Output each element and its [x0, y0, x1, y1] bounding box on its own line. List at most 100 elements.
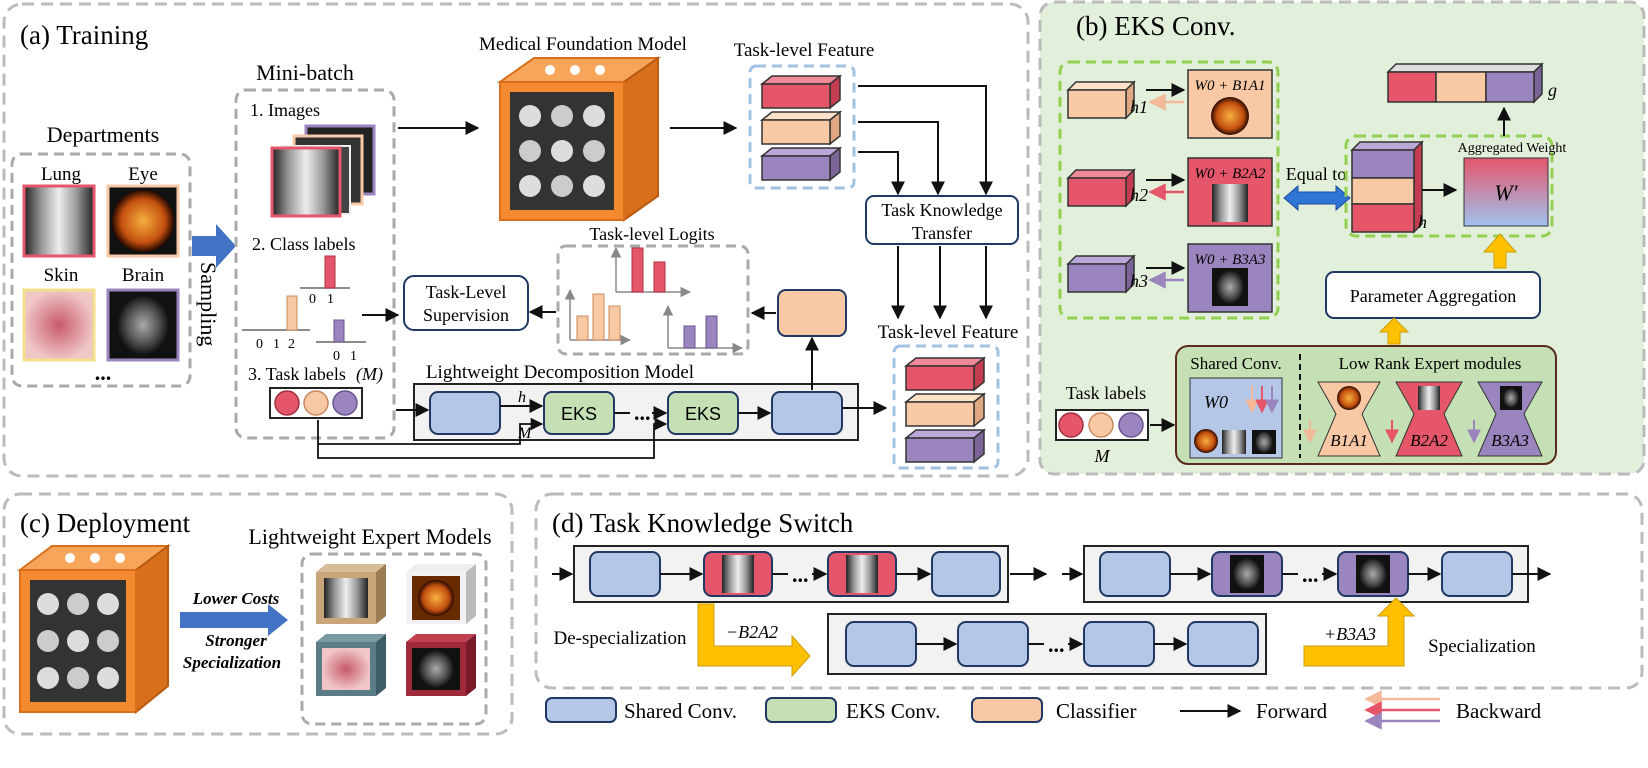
- plus-b3a3-label: +B3A3: [1324, 624, 1376, 644]
- lower-costs-label: Lower Costs: [192, 589, 280, 608]
- switch-shared-conv-2: [957, 621, 1029, 667]
- tick-a1: 1: [273, 337, 280, 352]
- dept-lung-label: Lung: [41, 164, 82, 185]
- g-output-bar: [1386, 62, 1544, 104]
- w-prime-label: W′: [1494, 180, 1518, 205]
- feature-red-arrow: [858, 85, 993, 196]
- eks-weight-box-2: [1187, 157, 1273, 227]
- eks-weight-label-3: W0 + B3A3: [1195, 252, 1266, 268]
- ldm-eks-label-1: EKS: [561, 404, 597, 424]
- g-label: g: [1548, 80, 1557, 100]
- expert-cube-lung: [316, 564, 386, 624]
- expert-up-arrow: [1378, 317, 1410, 345]
- image-stack: [270, 124, 376, 218]
- minibatch-title: Mini-batch: [256, 60, 354, 85]
- expert-cube-skin: [316, 634, 386, 696]
- minibatch-box: [234, 88, 396, 440]
- specialization-arrow: [1303, 597, 1416, 667]
- departments-ellipsis: ...: [95, 360, 112, 385]
- expert-models-box: [300, 552, 488, 726]
- tick-a2: 2: [288, 337, 295, 352]
- task-feature-top-box: [748, 64, 856, 190]
- equal-to-label: Equal to: [1286, 164, 1347, 184]
- legend-eks-label: EKS Conv.: [846, 699, 940, 723]
- supervision-line-1: Task-Level: [426, 282, 507, 302]
- parameter-aggregation-box: [1325, 271, 1541, 319]
- feature-block-purple-bottom: [903, 428, 987, 464]
- ldm-ellipsis: ...: [634, 400, 651, 425]
- departments-box: [10, 152, 192, 388]
- switch-shared-conv-3: [1083, 621, 1155, 667]
- panel-training-frame: [2, 2, 1030, 478]
- transfer-line-2: Transfer: [912, 223, 972, 243]
- expert-module-2: [1385, 381, 1463, 457]
- legend-backward-label: Backward: [1456, 699, 1542, 723]
- switch-model-2-eks-a: [1211, 551, 1283, 597]
- sampling-label: Sampling: [196, 262, 221, 346]
- shared-conv-title: Shared Conv.: [1190, 354, 1281, 373]
- dept-eye-label: Eye: [128, 164, 158, 185]
- task-feature-top-title: Task-level Feature: [734, 40, 875, 61]
- logits-chart-peach: [564, 288, 632, 346]
- feature-block-purple-top: [759, 146, 843, 182]
- feature-block-peach-bottom: [903, 392, 987, 428]
- departments-title: Departments: [47, 122, 159, 147]
- eks-h2-label: h2: [1130, 185, 1148, 205]
- ldm-m-label: M: [517, 425, 533, 442]
- switch-model-2-eks-b: [1337, 551, 1409, 597]
- panel-deployment-frame: [2, 492, 514, 736]
- dept-skin-label: Skin: [44, 265, 79, 286]
- eks-weight-label-2: W0 + B2A2: [1195, 166, 1266, 182]
- skin-image: [22, 288, 96, 362]
- feature-block-red-top: [759, 74, 843, 110]
- parameter-aggregation-label: Parameter Aggregation: [1350, 286, 1516, 306]
- eks-feature-red: [1066, 168, 1136, 208]
- ldm-shared-conv-2: [771, 391, 843, 435]
- sampling-arrow: [192, 224, 236, 268]
- eks-m-label: M: [1094, 446, 1111, 466]
- task-knowledge-transfer-box: [865, 195, 1019, 245]
- shared-w0-box: [1189, 377, 1283, 459]
- supervision-line-2: Supervision: [423, 305, 509, 325]
- legend-shared-swatch: [545, 697, 617, 723]
- switch-model-1-eks-b: [827, 551, 897, 597]
- switch-model-2-conv-b: [1441, 551, 1513, 597]
- expert-label-1: B1A1: [1330, 431, 1368, 450]
- switch-model-1-conv-a: [589, 551, 661, 597]
- class-histogram-b: [300, 255, 350, 289]
- logits-box: [556, 244, 750, 356]
- aggregated-weight-box: [1463, 157, 1549, 227]
- switch-model-2-conv-a: [1099, 551, 1171, 597]
- class-histogram-a: [242, 295, 310, 331]
- despecialization-arrow: [697, 603, 811, 678]
- panel-title-deployment: (c) Deployment: [20, 508, 191, 538]
- eks-task-labels-title: Task labels: [1066, 383, 1146, 403]
- aggregated-weight-label: Aggregated Weight: [1458, 141, 1567, 156]
- switch-m1-ellipsis: ...: [792, 562, 809, 587]
- eks-h1-label: h1: [1130, 97, 1148, 117]
- switch-model-1-conv-b: [931, 551, 1001, 597]
- class-labels-label: 2. Class labels: [252, 234, 356, 254]
- dept-brain-label: Brain: [122, 265, 165, 286]
- legend-eks-swatch: [765, 697, 837, 723]
- m-route-2: [317, 417, 668, 459]
- eks-feature-peach: [1066, 80, 1136, 120]
- param-agg-up-arrow: [1482, 233, 1518, 269]
- eks-h3-label: h3: [1130, 271, 1148, 291]
- feature-purple-arrow: [858, 151, 905, 196]
- foundation-model-title: Medical Foundation Model: [479, 34, 687, 55]
- expert-cube-brain: [406, 634, 476, 696]
- task-label-circles: [269, 387, 363, 419]
- eks-stacked-feature: [1350, 140, 1424, 234]
- class-histogram-c: [316, 319, 366, 343]
- legend-classifier-label: Classifier: [1056, 699, 1136, 723]
- minus-b2a2-label: −B2A2: [726, 622, 778, 642]
- eks-task-label-circles: [1055, 409, 1149, 441]
- stronger-label: Stronger: [205, 631, 267, 650]
- feature-block-red-bottom: [903, 356, 987, 392]
- m-route-1: [317, 417, 544, 445]
- expert-label-3: B3A3: [1491, 431, 1529, 450]
- task-labels-label: 3. Task labels: [248, 364, 346, 384]
- switch-shared-ellipsis: ...: [1048, 632, 1065, 657]
- eks-right-box: [1344, 134, 1554, 238]
